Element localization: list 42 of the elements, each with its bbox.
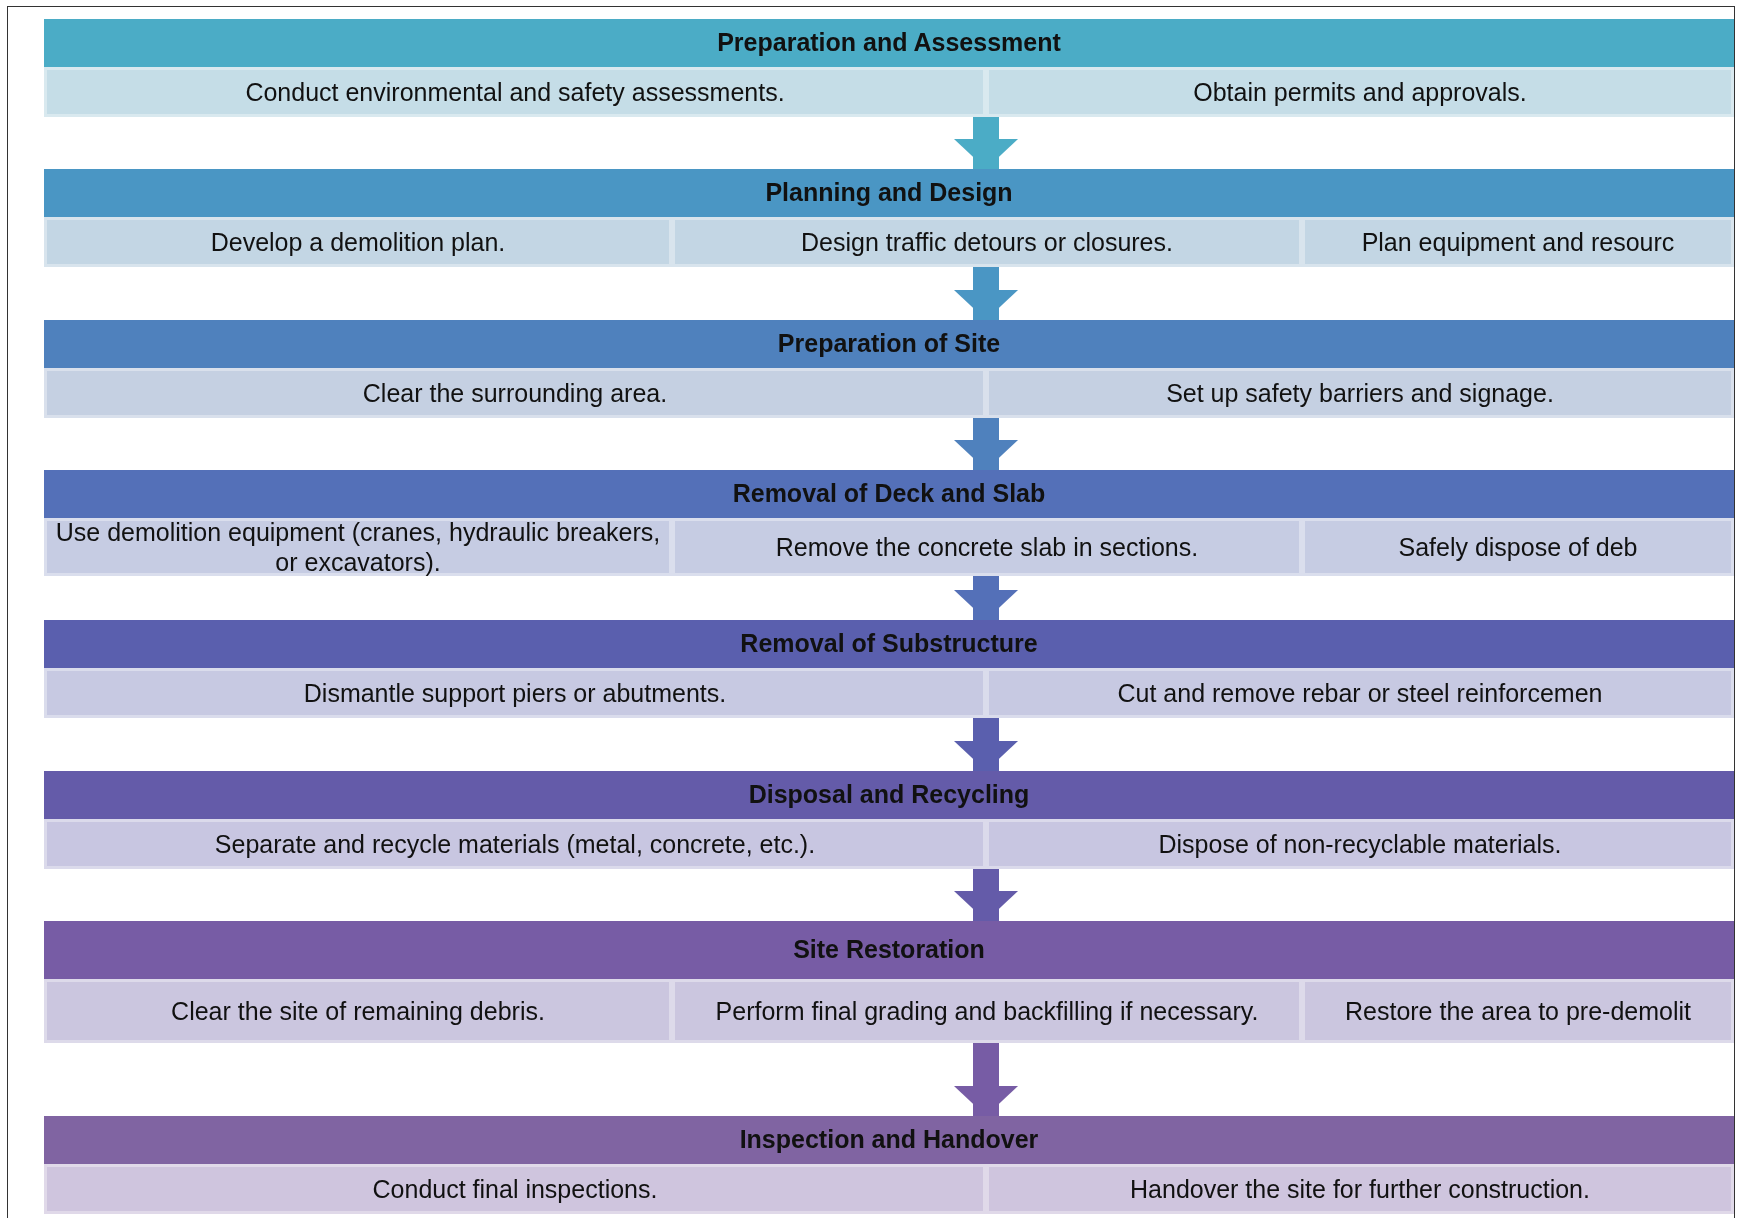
stage-title: Preparation and Assessment (716, 28, 1062, 57)
stage-title: Planning and Design (764, 178, 1014, 207)
stage-title: Inspection and Handover (738, 1125, 1040, 1154)
stage-band (44, 771, 1734, 869)
step-box: Handover the site for further construction. (986, 1164, 1734, 1214)
step-box: Safely dispose of deb (1302, 518, 1734, 576)
step-box: Conduct environmental and safety assessments. (44, 67, 986, 117)
step-box: Dismantle support piers or abutments. (44, 668, 986, 718)
stage-band (44, 169, 1734, 267)
arrow (954, 117, 1018, 169)
stage-title: Removal of Deck and Slab (731, 479, 1047, 508)
stage-band (44, 1116, 1734, 1214)
step-box: Design traffic detours or closures. (672, 217, 1302, 267)
step-box: Separate and recycle materials (metal, concrete, etc.). (44, 819, 986, 869)
stage-band (44, 470, 1734, 576)
stage-band (44, 921, 1734, 1043)
step-box: Cut and remove rebar or steel reinforcemen (986, 668, 1734, 718)
stage-band (44, 19, 1734, 117)
step-box: Restore the area to pre-demolit (1302, 979, 1734, 1043)
arrow (954, 869, 1018, 921)
stage-band (44, 620, 1734, 718)
arrow (954, 1043, 1018, 1116)
stage-title: Removal of Substructure (739, 629, 1039, 658)
stage-band (44, 320, 1734, 418)
step-box: Dispose of non-recyclable materials. (986, 819, 1734, 869)
stage-title: Preparation of Site (776, 329, 1002, 358)
stage-title: Disposal and Recycling (747, 780, 1031, 809)
arrow (954, 718, 1018, 771)
arrow (954, 576, 1018, 620)
step-box: Obtain permits and approvals. (986, 67, 1734, 117)
arrow (954, 267, 1018, 320)
step-box: Develop a demolition plan. (44, 217, 672, 267)
arrow (954, 418, 1018, 470)
step-box: Set up safety barriers and signage. (986, 368, 1734, 418)
stage-title: Site Restoration (792, 935, 986, 964)
step-box: Perform final grading and backfilling if necessary. (672, 979, 1302, 1043)
step-box: Clear the site of remaining debris. (44, 979, 672, 1043)
step-box: Conduct final inspections. (44, 1164, 986, 1214)
step-box: Use demolition equipment (cranes, hydraulic breakers, or excavators). (44, 518, 672, 576)
step-box: Clear the surrounding area. (44, 368, 986, 418)
step-box: Plan equipment and resourc (1302, 217, 1734, 267)
step-box: Remove the concrete slab in sections. (672, 518, 1302, 576)
